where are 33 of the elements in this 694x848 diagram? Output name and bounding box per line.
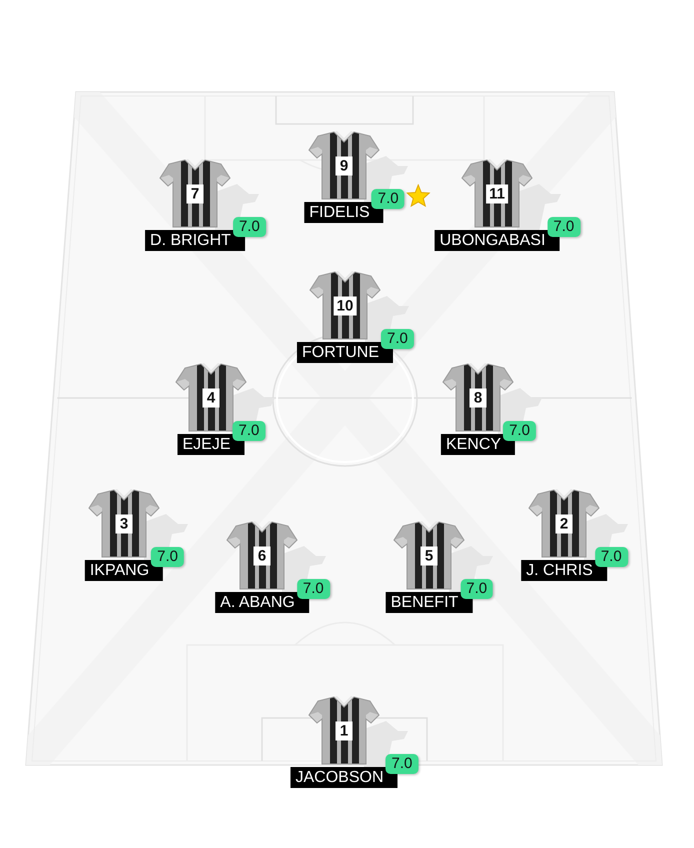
player-name: KENCY <box>440 434 516 455</box>
shirt-number: 10 <box>334 296 356 316</box>
rating-badge: 7.0 <box>547 217 580 237</box>
rating-badge: 7.0 <box>381 329 414 349</box>
player-name: A. ABANG <box>215 592 309 613</box>
player-name: EJEJE <box>178 434 244 455</box>
shirt-number: 8 <box>470 388 486 408</box>
player-name: D. BRIGHT <box>145 230 245 251</box>
player-name: JACOBSON <box>290 767 398 788</box>
shirt-number: 9 <box>336 156 352 176</box>
rating-badge: 7.0 <box>232 217 266 237</box>
player-name: FORTUNE <box>296 342 394 363</box>
player-name: UBONGABASI <box>434 230 560 251</box>
rating-badge: 7.0 <box>151 547 184 567</box>
rating-badge: 7.0 <box>503 421 536 441</box>
rating-badge: 7.0 <box>232 421 266 441</box>
player-name: BENEFIT <box>386 592 472 613</box>
player-name: J. CHRIS <box>521 560 607 581</box>
shirt-number: 11 <box>486 184 508 204</box>
rating-badge: 7.0 <box>594 547 628 567</box>
shirt-number: 6 <box>254 546 270 566</box>
player-name: IKPANG <box>84 560 164 581</box>
rating-badge: 7.0 <box>372 189 405 209</box>
shirt-number: 1 <box>336 722 352 740</box>
shirt-number: 5 <box>420 546 438 566</box>
shirt-number: 3 <box>116 514 132 534</box>
shirt-number: 7 <box>186 184 204 204</box>
rating-badge: 7.0 <box>386 754 418 774</box>
player-name: FIDELIS <box>304 202 384 223</box>
rating-badge: 7.0 <box>460 579 494 599</box>
shirt-number: 2 <box>556 514 572 534</box>
rating-badge: 7.0 <box>296 579 330 599</box>
shirt-number: 4 <box>202 388 220 408</box>
